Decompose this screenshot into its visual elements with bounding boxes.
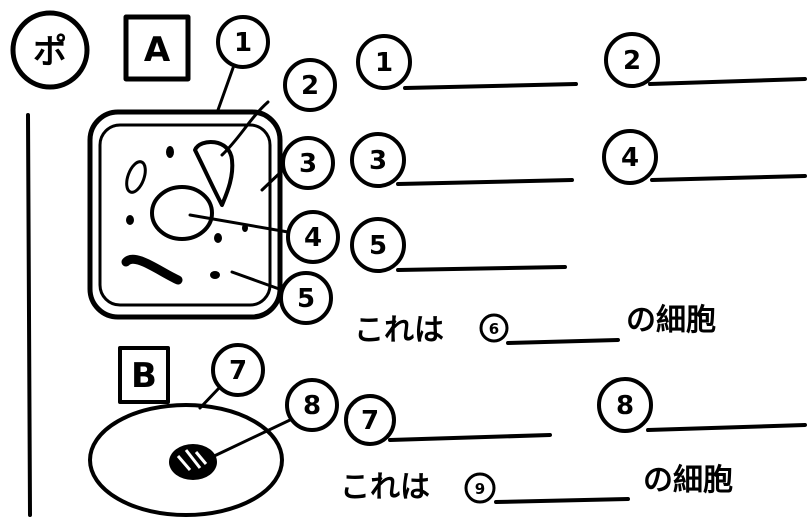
- answer-4-number: 4: [621, 143, 639, 173]
- diagram-a-letter: A: [144, 30, 171, 70]
- answer-3-number: 3: [369, 146, 387, 176]
- margin-line: [28, 115, 30, 515]
- answer-row-3: 3: [352, 134, 572, 186]
- answer-9-blank[interactable]: [496, 499, 628, 502]
- callout-8-label: 8: [303, 391, 321, 421]
- diagram-b: B 7 8: [90, 345, 337, 515]
- answer-4-blank[interactable]: [652, 176, 805, 180]
- callout-4-label: 4: [304, 223, 322, 253]
- answer-row-8: 8: [599, 379, 805, 431]
- cell-wall: [90, 112, 280, 317]
- answer-7-number: 7: [361, 406, 379, 436]
- chloroplast-dot: [214, 233, 222, 243]
- chloroplast-dot: [166, 146, 174, 158]
- sentence-b-number: 9: [475, 480, 485, 498]
- callout-3-label: 3: [299, 149, 317, 179]
- callout-1: 1: [218, 17, 268, 110]
- callout-4: 4: [190, 212, 338, 262]
- callout-7: 7: [200, 345, 263, 408]
- chloroplast: [123, 159, 149, 195]
- answer-row-5: 5: [352, 219, 565, 271]
- answer-5-number: 5: [369, 231, 387, 261]
- answer-1-blank[interactable]: [405, 84, 576, 88]
- sentence-b-suffix: の細胞: [643, 463, 733, 498]
- answers-a: 1 2 3 4 5 これは 6 の細胞: [352, 34, 805, 348]
- chloroplast-elongated: [126, 259, 178, 280]
- callout-2-label: 2: [301, 71, 319, 101]
- answer-row-1: 1: [358, 36, 576, 88]
- animal-cell-nucleus: [169, 444, 217, 480]
- answer-1-number: 1: [375, 48, 393, 78]
- answer-3-blank[interactable]: [398, 180, 572, 184]
- answer-8-number: 8: [616, 391, 634, 421]
- answers-b: 7 8 これは 9 の細胞: [340, 379, 805, 505]
- diagram-a: A 1 2 3: [90, 17, 338, 323]
- sentence-a-prefix: これは: [354, 313, 444, 348]
- diagram-b-letter: B: [131, 356, 157, 396]
- callout-1-leader: [218, 68, 233, 110]
- callout-3: 3: [262, 138, 333, 190]
- callout-1-label: 1: [234, 28, 252, 58]
- sentence-b-prefix: これは: [340, 470, 430, 505]
- sentence-a-suffix: の細胞: [626, 303, 716, 338]
- callout-5-leader: [232, 272, 282, 290]
- chloroplast-dot: [210, 271, 220, 279]
- answer-row-2: 2: [606, 34, 805, 86]
- badge-text: ポ: [33, 32, 67, 72]
- header-badge: ポ: [13, 13, 87, 87]
- answer-2-blank[interactable]: [650, 79, 805, 84]
- nucleus: [152, 187, 212, 239]
- answer-row-7: 7: [346, 396, 550, 444]
- callout-8-leader: [210, 420, 290, 458]
- answer-8-blank[interactable]: [648, 425, 805, 430]
- answer-sentence-b: これは 9 の細胞: [340, 463, 733, 505]
- callout-5-label: 5: [297, 284, 315, 314]
- chloroplast-dot: [126, 215, 134, 225]
- answer-2-number: 2: [623, 46, 641, 76]
- answer-row-4: 4: [604, 131, 805, 183]
- answer-5-blank[interactable]: [398, 267, 565, 270]
- sentence-a-number: 6: [489, 320, 499, 338]
- answer-sentence-a: これは 6 の細胞: [354, 303, 716, 348]
- answer-7-blank[interactable]: [390, 435, 550, 440]
- callout-7-label: 7: [229, 356, 247, 386]
- answer-6-blank[interactable]: [508, 340, 618, 343]
